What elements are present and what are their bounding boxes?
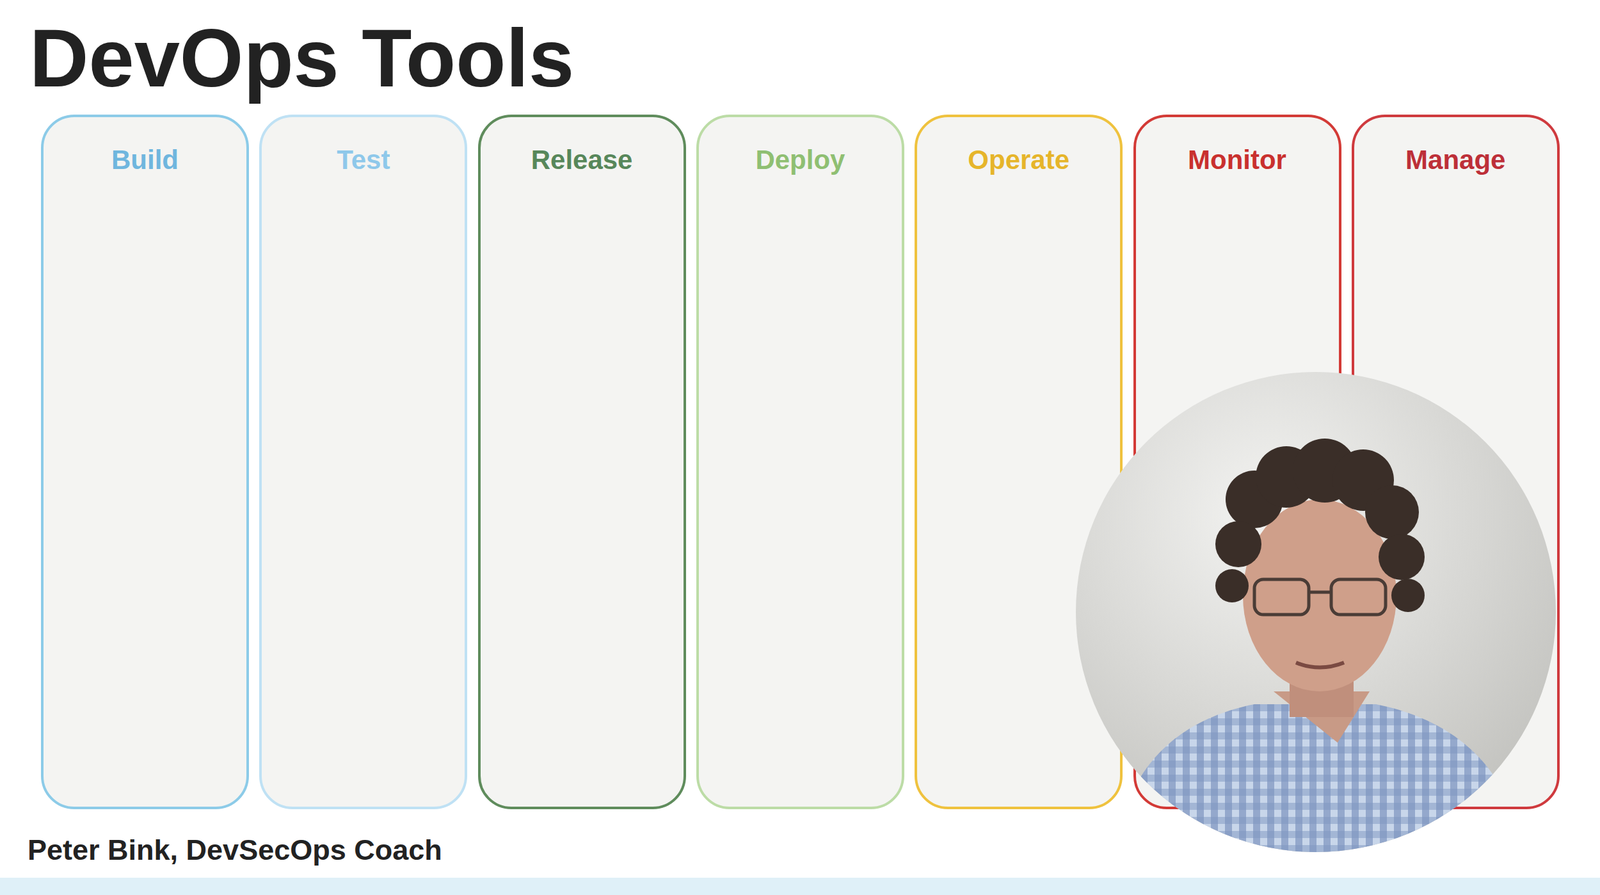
column-heading: Deploy [698, 144, 902, 176]
slide-title: DevOps Tools [29, 8, 575, 108]
stage-column: Test [259, 114, 468, 809]
stage-column: Operate [914, 114, 1123, 809]
presenter-credit: Peter Bink, DevSecOps Coach [27, 833, 443, 867]
stage-column: Build [40, 114, 249, 809]
column-heading: Build [43, 144, 247, 176]
stage-column: Deploy [696, 114, 905, 809]
column-heading: Test [261, 144, 465, 176]
column-heading: Monitor [1136, 144, 1339, 176]
footer-band [0, 877, 1600, 895]
stage-column: Release [478, 114, 687, 809]
column-heading: Operate [917, 144, 1120, 176]
column-heading: Release [480, 144, 684, 176]
column-heading: Manage [1354, 144, 1558, 176]
